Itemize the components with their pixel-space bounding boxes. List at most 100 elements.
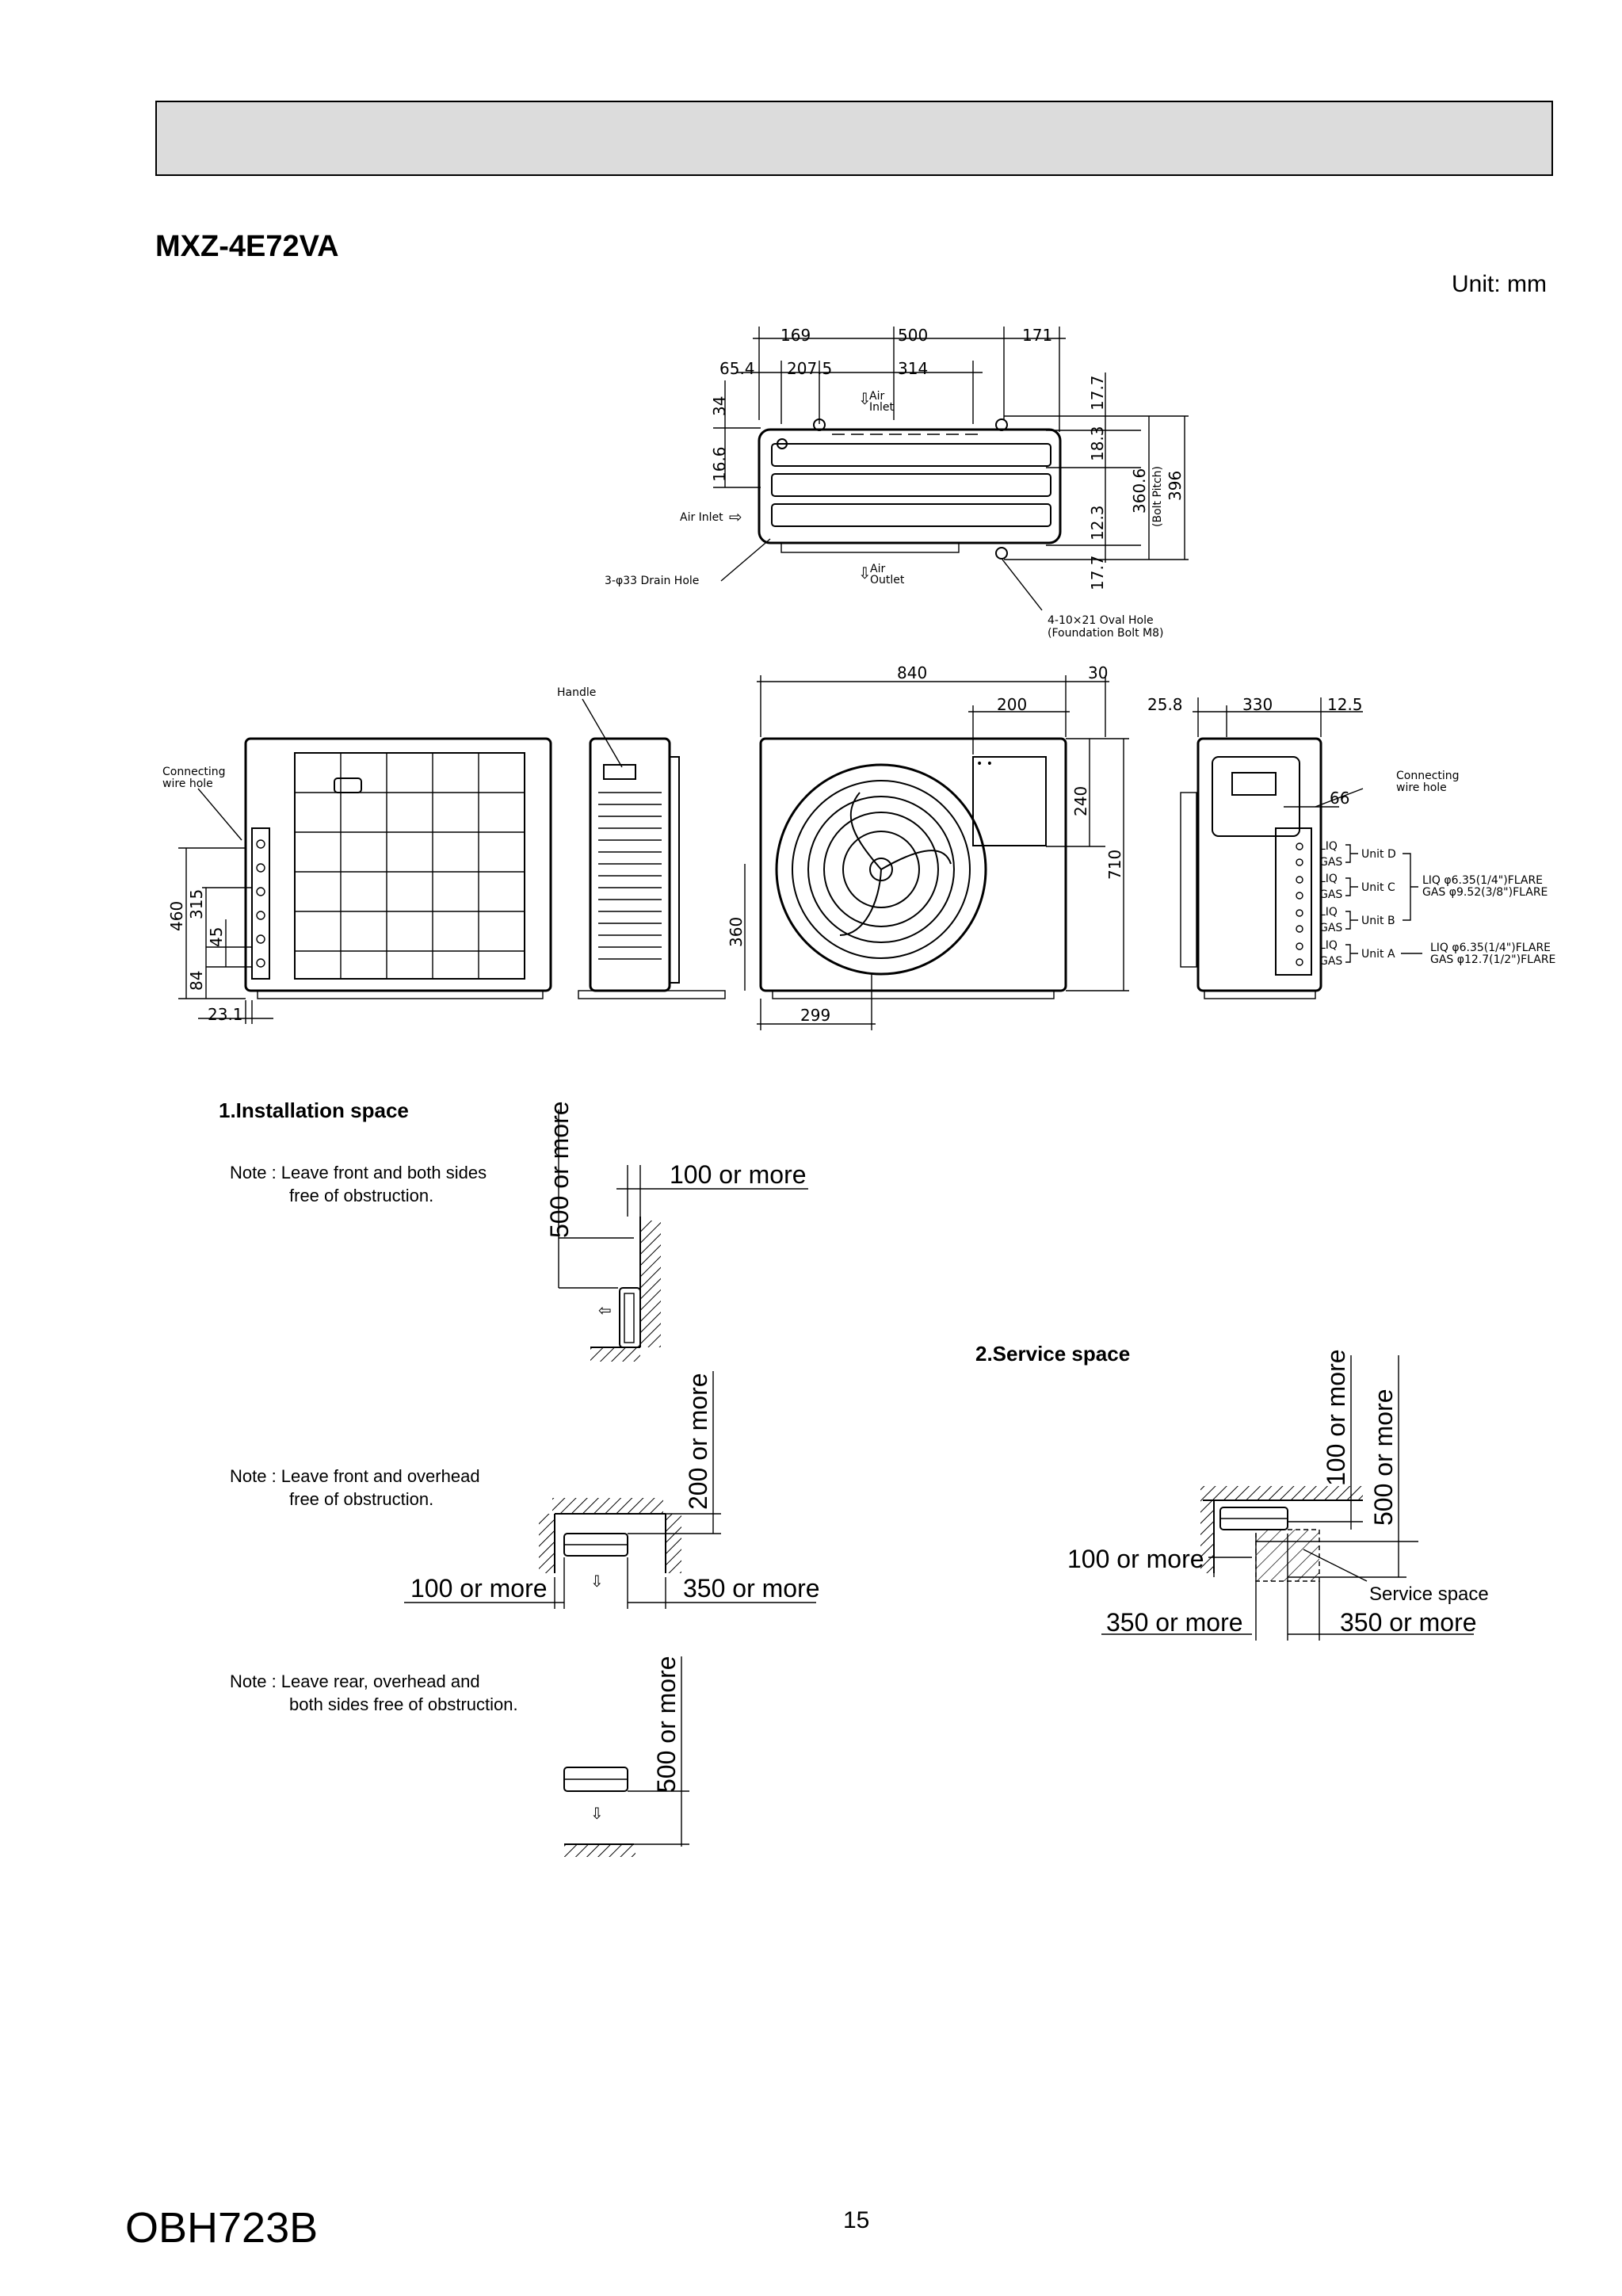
- port-liq-a: LIQ: [1319, 939, 1338, 952]
- unit-c-label: Unit C: [1361, 881, 1395, 894]
- right-arrow-icon: ⇨: [729, 507, 742, 526]
- conn-wire-left-1: Connecting: [162, 766, 226, 778]
- down-arrow-icon: ⇩: [858, 563, 872, 583]
- installation-space: 1.Installation space Note : Leave front …: [219, 1098, 820, 1857]
- dim-360-6: 360.6: [1130, 468, 1149, 514]
- conn-wire-right-2: wire hole: [1396, 781, 1447, 794]
- dim-500: 500: [898, 326, 928, 345]
- air-inlet-top-2: Inlet: [869, 401, 895, 414]
- service-title: 2.Service space: [975, 1342, 1130, 1366]
- note1-line1: Note : Leave front and both sides: [230, 1163, 487, 1182]
- port-gas-b: GAS: [1319, 922, 1342, 934]
- note3-line2: both sides free of obstruction.: [289, 1694, 518, 1714]
- oval-hole-label-2: (Foundation Bolt M8): [1048, 627, 1164, 640]
- handle-label: Handle: [557, 686, 596, 699]
- left-arrow-icon: ⇦: [598, 1301, 612, 1320]
- service-bottom-left-dim: 350 or more: [1106, 1608, 1243, 1637]
- air-inlet-top-1: Air: [869, 390, 884, 403]
- dim-200: 200: [997, 695, 1027, 714]
- note3-line1: Note : Leave rear, overhead and: [230, 1671, 480, 1691]
- dim-45: 45: [207, 927, 226, 947]
- dim-315: 315: [187, 889, 206, 919]
- svg-text:• •: • •: [976, 758, 993, 770]
- note2-line2: free of obstruction.: [289, 1489, 433, 1509]
- dim-65-4: 65.4: [719, 359, 755, 378]
- model-title: MXZ-4E72VA: [155, 230, 339, 263]
- note2-line1: Note : Leave front and overhead: [230, 1466, 480, 1486]
- unit-label: Unit: mm: [1452, 271, 1547, 297]
- case3-front-dim: 500 or more: [652, 1656, 681, 1793]
- port-liq-c: LIQ: [1319, 873, 1338, 885]
- dim-840: 840: [897, 663, 927, 682]
- case2-top-dim: 200 or more: [684, 1373, 712, 1510]
- installation-title: 1.Installation space: [219, 1098, 409, 1122]
- case1-side-dim: 100 or more: [670, 1160, 807, 1189]
- dim-34: 34: [710, 396, 729, 416]
- page-number: 15: [843, 2207, 870, 2233]
- dim-12-3: 12.3: [1088, 505, 1107, 541]
- port-table: LIQ GAS LIQ GAS LIQ GAS LIQ GAS Unit D U…: [1296, 840, 1555, 968]
- header-bar: [155, 101, 1553, 176]
- rear-view: 460 315 45 84 23.1 Connecting wire hole: [162, 737, 552, 1024]
- dim-66: 66: [1330, 789, 1349, 808]
- front-view: • • 840 30 200 240 710 299: [757, 663, 1129, 1030]
- dim-396: 396: [1166, 471, 1185, 501]
- case2-left-dim: 100 or more: [410, 1574, 548, 1603]
- down-arrow-icon: ⇩: [858, 389, 872, 408]
- case2-diagram: ⇩ 200 or more 100 or more 350 or more: [404, 1371, 820, 1609]
- port-gas-c: GAS: [1319, 888, 1342, 901]
- service-left-dim: 100 or more: [1067, 1545, 1204, 1573]
- spec-a-gas: GAS φ12.7(1/2")FLARE: [1430, 953, 1555, 966]
- conn-wire-left-2: wire hole: [162, 777, 213, 790]
- service-top-dim-a: 100 or more: [1322, 1349, 1350, 1486]
- air-inlet-left: Air Inlet: [680, 511, 723, 524]
- side-view: Handle 360: [557, 686, 746, 999]
- top-view: 169 500 171 65.4 207.5 314 34 16.6 17.7 …: [605, 326, 1189, 640]
- port-liq-d: LIQ: [1319, 840, 1338, 853]
- oval-hole-label-1: 4-10×21 Oval Hole: [1048, 614, 1154, 627]
- bolt-pitch-label: (Bolt Pitch): [1151, 466, 1164, 527]
- dim-314: 314: [898, 359, 928, 378]
- dim-710: 710: [1105, 850, 1124, 880]
- dim-299: 299: [800, 1006, 830, 1025]
- unit-d-label: Unit D: [1361, 848, 1396, 861]
- port-liq-b: LIQ: [1319, 906, 1338, 919]
- spec-dcb-liq: LIQ φ6.35(1/4")FLARE: [1422, 874, 1543, 887]
- air-outlet-1: Air: [870, 563, 885, 575]
- unit-b-label: Unit B: [1361, 915, 1395, 927]
- case1-diagram: ⇦ 500 or more 100 or more: [545, 1101, 808, 1362]
- unit-a-label: Unit A: [1361, 948, 1395, 961]
- elevation-views: 460 315 45 84 23.1 Connecting wire hole …: [162, 663, 1555, 1030]
- port-gas-a: GAS: [1319, 955, 1342, 968]
- service-bottom-right-dim: 350 or more: [1340, 1608, 1477, 1637]
- dim-207-5: 207.5: [787, 359, 832, 378]
- down-arrow-icon: ⇩: [590, 1572, 604, 1591]
- service-top-dim-b: 500 or more: [1369, 1389, 1398, 1526]
- dim-460: 460: [167, 901, 186, 931]
- dim-25-8: 25.8: [1147, 695, 1183, 714]
- dim-17-7-top: 17.7: [1088, 375, 1107, 411]
- service-space-label: Service space: [1369, 1584, 1489, 1605]
- dim-360: 360: [727, 917, 746, 947]
- dim-17-7-bottom: 17.7: [1088, 555, 1107, 590]
- drain-hole-label: 3-φ33 Drain Hole: [605, 575, 699, 587]
- case3-diagram: ⇩ 500 or more: [563, 1656, 689, 1857]
- port-gas-d: GAS: [1319, 856, 1342, 869]
- dim-16-6: 16.6: [710, 446, 729, 482]
- case1-top-dim: 500 or more: [545, 1101, 574, 1238]
- conn-wire-right-1: Connecting: [1396, 770, 1460, 782]
- dim-240: 240: [1071, 786, 1090, 816]
- dim-12-5: 12.5: [1327, 695, 1363, 714]
- right-side-view: 25.8 330 12.5 66 Connecting wire hole LI…: [1147, 695, 1555, 999]
- note1-line2: free of obstruction.: [289, 1186, 433, 1205]
- dim-330: 330: [1242, 695, 1273, 714]
- dim-30: 30: [1088, 663, 1108, 682]
- down-arrow-icon: ⇩: [590, 1804, 604, 1823]
- spec-a-liq: LIQ φ6.35(1/4")FLARE: [1430, 942, 1551, 954]
- dim-171: 171: [1022, 326, 1052, 345]
- case2-right-dim: 350 or more: [683, 1574, 820, 1603]
- document-code: OBH723B: [125, 2204, 319, 2252]
- service-space: 2.Service space 100 or more 500 or more …: [975, 1342, 1489, 1641]
- dim-23-1: 23.1: [208, 1005, 243, 1024]
